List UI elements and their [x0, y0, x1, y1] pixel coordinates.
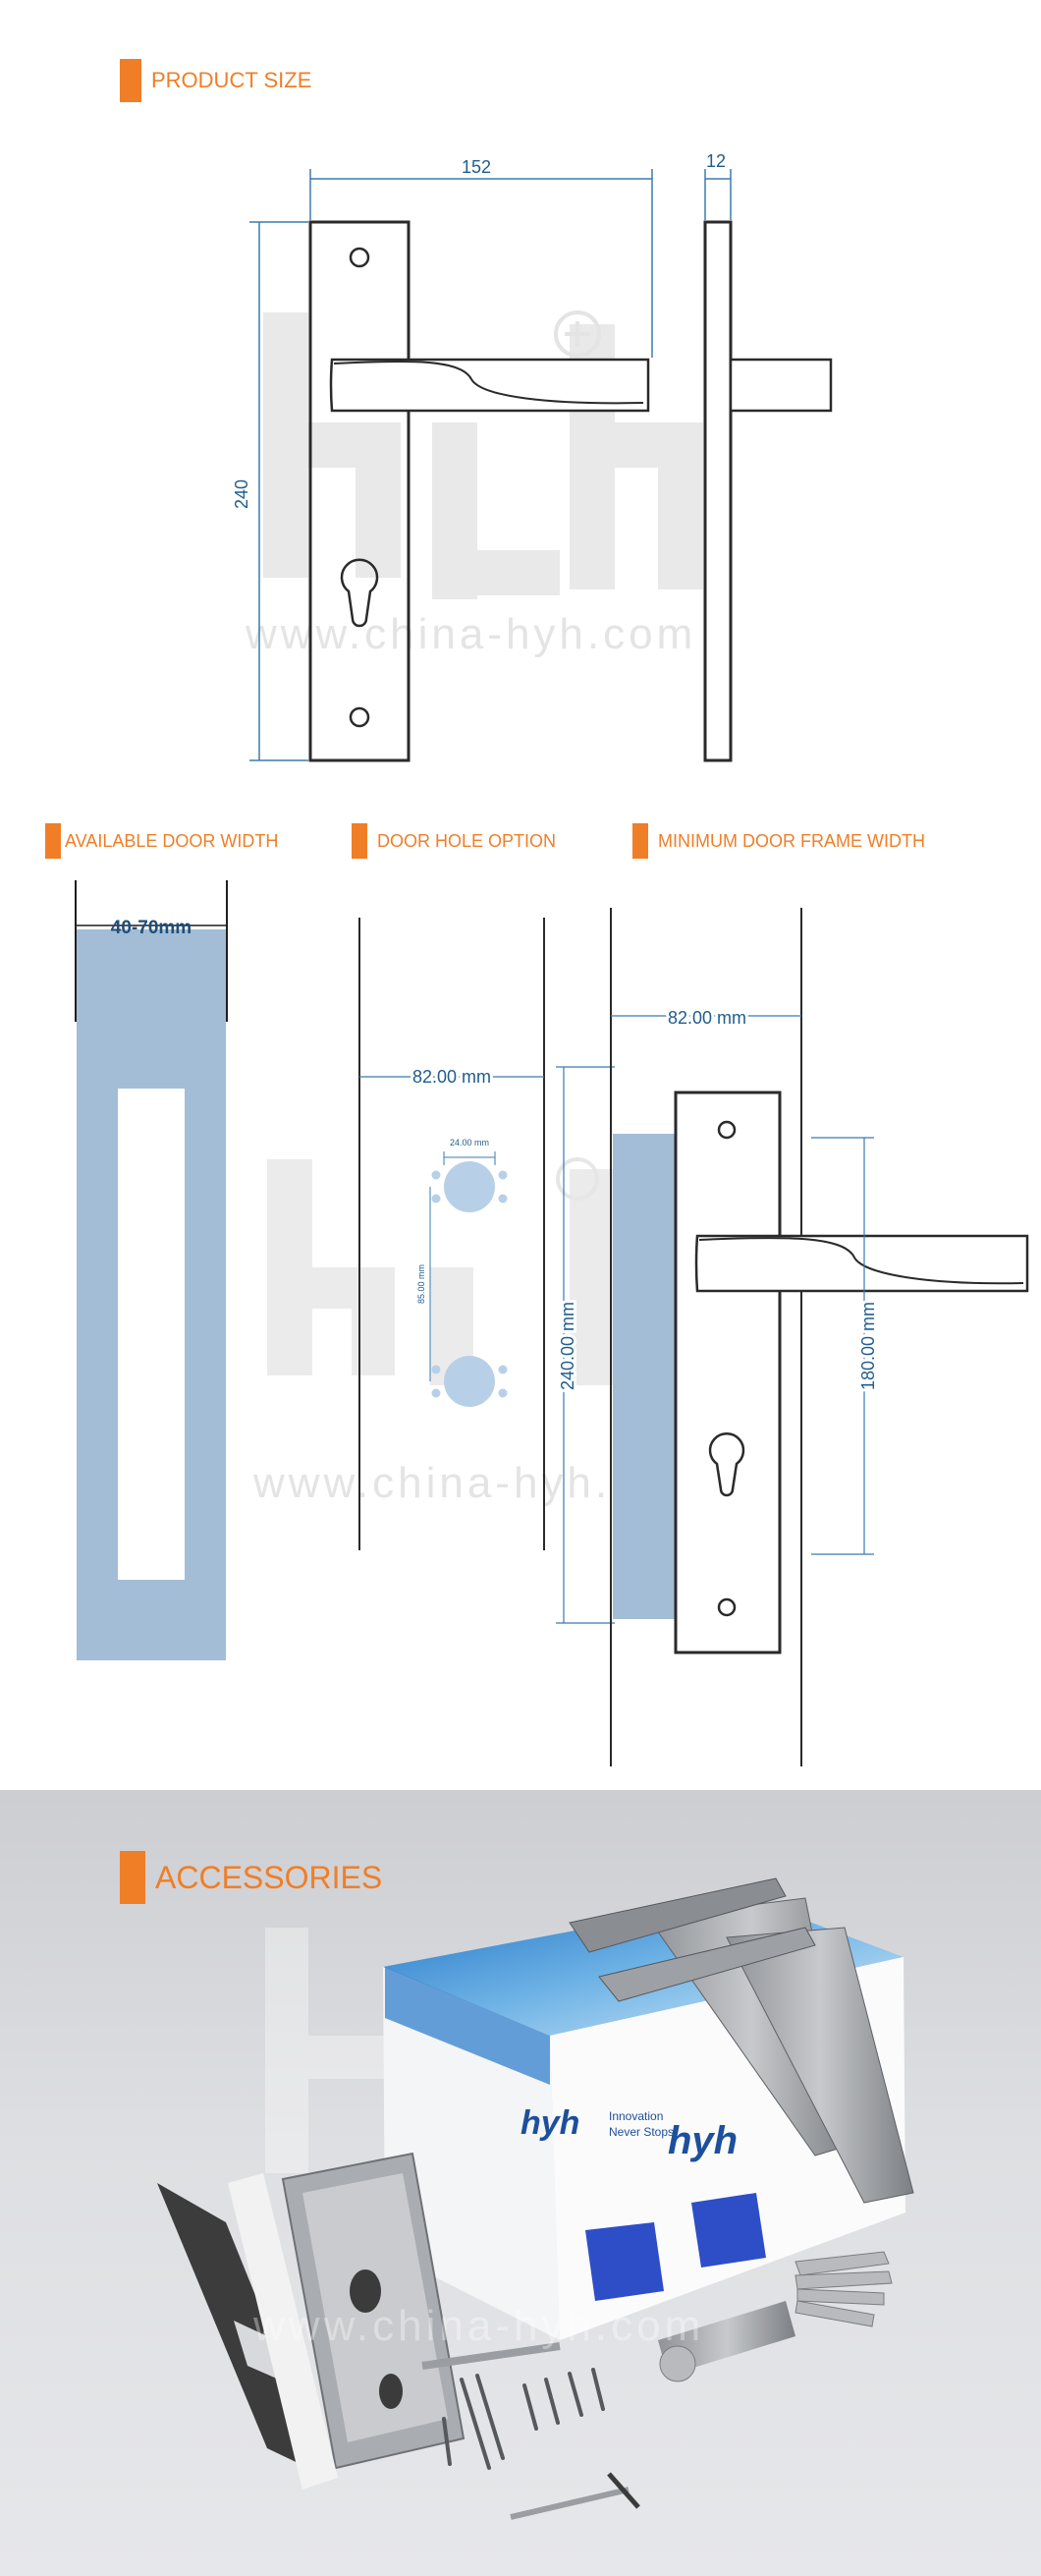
thickness-dimension: 12 — [706, 151, 726, 171]
lower-hole — [444, 1356, 495, 1407]
allen-key — [607, 2472, 640, 2509]
heading-text: ACCESSORIES — [155, 1859, 383, 1895]
watermark-logo — [267, 1157, 697, 1385]
watermark-logo — [263, 310, 703, 599]
spindle — [421, 2342, 561, 2370]
heading-text: DOOR HOLE OPTION — [377, 830, 557, 851]
frame-plate — [674, 1091, 782, 1654]
screws — [442, 2368, 605, 2470]
lock-box-insert — [228, 2173, 338, 2490]
hole-distance: 85.00 mm — [416, 1264, 426, 1304]
box-tagline-1: Innovation — [609, 2109, 663, 2123]
accessories-photo: hyh Innovation Never Stops hyh — [157, 1877, 914, 2520]
cylinder-hole — [340, 558, 379, 628]
heading-text: MINIMUM DOOR FRAME WIDTH — [658, 830, 925, 851]
frame-height: 180.00 mm — [858, 1302, 878, 1390]
keys — [794, 2251, 893, 2327]
product-size-heading: PRODUCT SIZE — [120, 59, 311, 102]
heading-accent-bar — [120, 59, 141, 102]
width-dimension: 152 — [462, 157, 491, 177]
height-dimension: 240 — [232, 479, 251, 509]
side-handle — [729, 358, 833, 413]
side-plate — [703, 220, 733, 762]
heading-accent-bar — [45, 823, 61, 859]
heading-text: PRODUCT SIZE — [151, 68, 312, 92]
door-hole-heading: DOOR HOLE OPTION — [352, 823, 556, 859]
door-width-heading: AVAILABLE DOOR WIDTH — [45, 823, 278, 859]
front-plate — [308, 220, 411, 762]
plate-height: 240.00 mm — [558, 1302, 577, 1390]
frame-width-heading: MINIMUM DOOR FRAME WIDTH — [632, 823, 925, 859]
heading-accent-bar — [120, 1851, 145, 1904]
watermark-url: www.china-hyh.com — [245, 610, 696, 658]
frame-width: 82.00 mm — [668, 1008, 746, 1028]
door-diagrams: www.china-hyh.com 40-70mm 82.00 mm 24.00… — [75, 880, 1029, 1766]
hole-spacing: 82.00 mm — [412, 1067, 491, 1087]
box-side-brand: hyh — [668, 2119, 738, 2162]
product-size-drawing: www.china-hyh.com 152 12 240 — [232, 151, 833, 762]
gasket-1 — [585, 2222, 664, 2301]
door-cutout — [118, 1089, 185, 1580]
hole-diameter: 24.00 mm — [450, 1138, 489, 1148]
accessories-heading: ACCESSORIES — [120, 1851, 382, 1904]
heading-accent-bar — [632, 823, 648, 859]
box-brand: hyh — [520, 2104, 579, 2142]
gasket-2 — [691, 2193, 766, 2268]
watermark-url: www.china-hyh.com — [252, 2302, 704, 2350]
frame-cylinder-hole — [708, 1432, 745, 1497]
door-width-range: 40-70mm — [111, 918, 192, 938]
upper-hole — [444, 1161, 495, 1212]
heading-accent-bar — [352, 823, 367, 859]
box-tagline-2: Never Stops — [609, 2125, 674, 2139]
lever-handle — [329, 358, 650, 413]
accessories-section: ACCESSORIES hyh Innovation Never Stops h… — [0, 1790, 1041, 2576]
heading-text: AVAILABLE DOOR WIDTH — [65, 830, 279, 851]
